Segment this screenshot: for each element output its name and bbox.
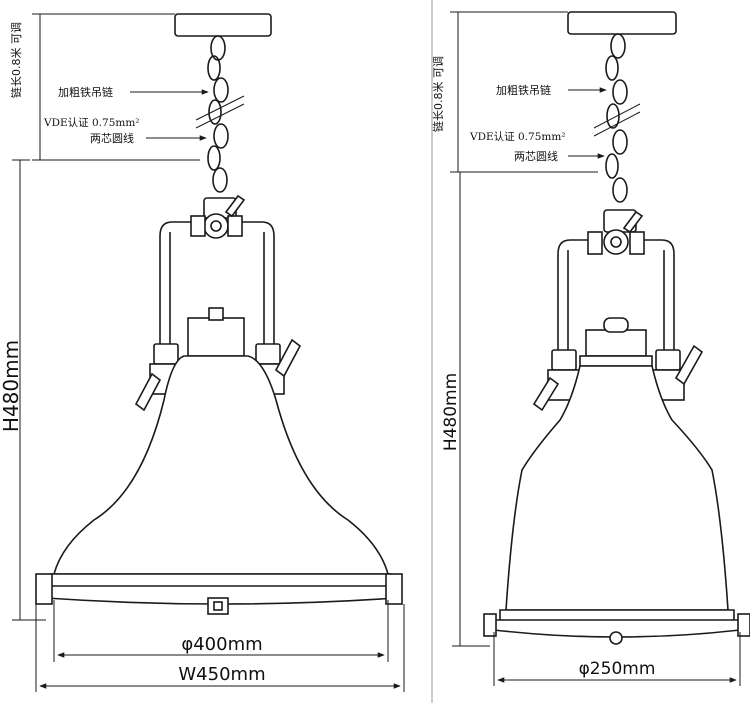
left-chain: [207, 35, 229, 193]
left-wire-type-label: 两芯圆线: [90, 131, 134, 145]
right-chain: [605, 33, 628, 203]
left-diameter-label: φ400mm: [181, 634, 262, 655]
left-canopy: [174, 13, 272, 37]
right-wire-type-label: 两芯圆线: [514, 149, 558, 163]
right-wire-cert-label: VDE认证 0.75mm²: [469, 130, 566, 143]
left-chain-label: 加粗铁吊链: [58, 85, 113, 99]
left-chain-length-label: 链长0.8米 可调: [9, 22, 23, 98]
right-chain-length-label: 链长0.8米 可调: [431, 56, 445, 132]
left-lamp: [35, 13, 403, 615]
right-diameter-label: φ250mm: [579, 659, 656, 679]
left-width-label: W450mm: [178, 664, 265, 685]
right-canopy: [567, 11, 677, 35]
left-height-label: H480mm: [0, 340, 23, 432]
left-shade: [52, 355, 390, 575]
right-height-label: H480mm: [441, 373, 461, 451]
right-lamp: [483, 11, 750, 645]
left-wire-cert-label: VDE认证 0.75mm²: [43, 116, 140, 129]
right-chain-label: 加粗铁吊链: [496, 83, 551, 97]
